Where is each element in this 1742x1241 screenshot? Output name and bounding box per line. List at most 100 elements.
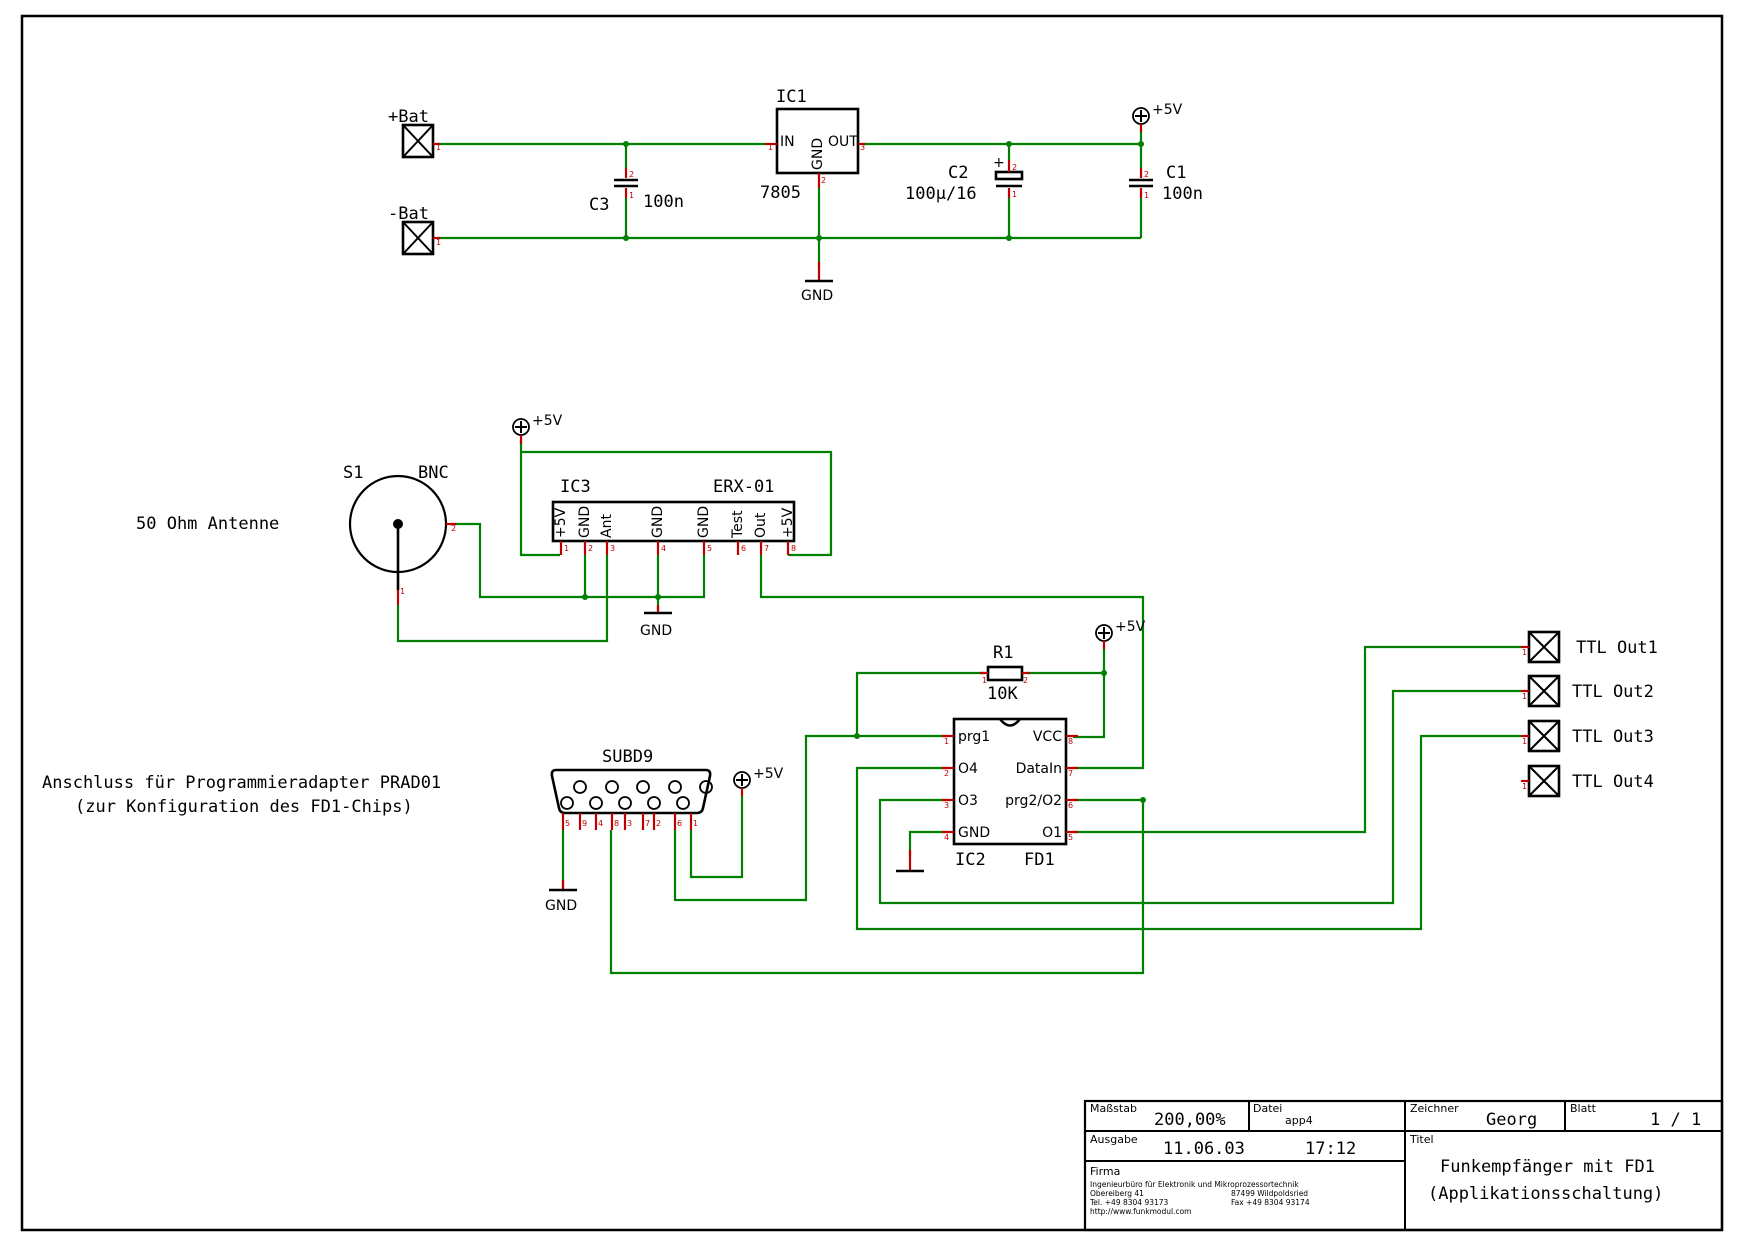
title-line1: Funkempfänger mit FD1 (1440, 1157, 1655, 1177)
capacitor-c3: 2 1 C3 100n (589, 168, 684, 215)
wire-antenna-signal (396, 555, 609, 643)
svg-text:4: 4 (598, 819, 603, 828)
ic3-receiver-module: IC3 ERX-01 1+5V2GND3Ant4GND5GND6Test7Out… (551, 477, 796, 555)
wire-subd-vcc (689, 796, 744, 879)
ic2-pin-left-3: O3 (958, 793, 978, 809)
company-right-line-1: 87499 Wildpoldsried (1231, 1189, 1308, 1198)
svg-text:1: 1 (768, 143, 773, 152)
bat-plus-label: +Bat (388, 107, 429, 127)
ic2-pin-right-5: O1 (1042, 825, 1062, 841)
svg-text:7: 7 (764, 544, 769, 553)
wire-ic2-vcc (1073, 673, 1106, 739)
issue-date: 11.06.03 (1163, 1139, 1245, 1159)
s1-name: S1 (343, 463, 363, 483)
r1-value: 10K (987, 684, 1018, 704)
programming-note-line1: Anschluss für Programmieradapter PRAD01 (42, 773, 441, 793)
svg-text:4: 4 (944, 833, 949, 842)
title-label: Titel (1409, 1133, 1434, 1146)
ic2-pin-right-6: prg2/O2 (1005, 793, 1062, 809)
svg-text:1: 1 (1522, 782, 1527, 791)
svg-text:2: 2 (1144, 170, 1149, 179)
bat-minus-connector: 1 -Bat (388, 204, 441, 256)
wire-ic3-vcc1 (519, 440, 560, 557)
svg-text:9: 9 (582, 819, 587, 828)
gnd-label-power: GND (801, 288, 833, 304)
wire-subd-prg1 (673, 734, 857, 902)
ic3-pin-8: +5V (780, 507, 796, 538)
subd-name: SUBD9 (602, 747, 653, 767)
ic2-name: IC2 (955, 850, 986, 870)
svg-text:1: 1 (564, 544, 569, 553)
company-line-4: http://www.funkmodul.com (1090, 1207, 1191, 1216)
svg-text:5: 5 (565, 819, 570, 828)
ic1-pin-out: OUT (828, 134, 858, 150)
vcc-label-receiver: +5V (532, 413, 563, 429)
wire-data-out (759, 555, 1145, 770)
c1-name: C1 (1166, 163, 1186, 183)
svg-text:+: + (993, 155, 1005, 171)
ttl-out-label-4: TTL Out4 (1572, 772, 1654, 792)
bnc-socket-s1: 21 S1 BNC 50 Ohm Antenne (136, 463, 456, 605)
svg-text:2: 2 (821, 176, 826, 185)
svg-text:1: 1 (629, 191, 634, 200)
gnd-label-programming: GND (545, 898, 577, 914)
svg-text:8: 8 (1068, 737, 1073, 746)
vcc-label-power: +5V (1152, 102, 1183, 118)
ic3-pin-6: Test (730, 510, 746, 539)
svg-text:2: 2 (1023, 676, 1028, 685)
svg-text:2: 2 (588, 544, 593, 553)
ic1-pin-gnd: GND (810, 138, 826, 170)
svg-text:1: 1 (436, 143, 441, 152)
company-label: Firma (1090, 1165, 1120, 1178)
sheet-frame (20, 14, 1724, 1232)
c3-value: 100n (643, 192, 684, 212)
ic2-pin-left-1: prg1 (958, 729, 990, 745)
svg-text:5: 5 (707, 544, 712, 553)
capacitor-c1: 21 C1 100n (1129, 163, 1203, 204)
bat-plus-connector: 1 +Bat (388, 107, 441, 159)
ic2-pin-right-7: DataIn (1016, 761, 1062, 777)
programming-note-line2: (zur Konfiguration des FD1-Chips) (75, 797, 413, 817)
c3-name: C3 (589, 195, 609, 215)
gnd-symbol-decoder (896, 850, 924, 873)
svg-text:6: 6 (1068, 801, 1073, 810)
drawer-value: Georg (1486, 1110, 1537, 1130)
svg-text:1: 1 (982, 676, 987, 685)
svg-text:3: 3 (860, 143, 865, 152)
svg-text:8: 8 (614, 819, 619, 828)
svg-text:1: 1 (1522, 692, 1527, 701)
ic2-pin-right-8: VCC (1033, 729, 1062, 745)
sheet-value: 1 / 1 (1650, 1110, 1701, 1130)
ic2-value: FD1 (1024, 850, 1055, 870)
svg-text:2: 2 (656, 819, 661, 828)
issue-time: 17:12 (1305, 1139, 1356, 1159)
ic3-pin-5: GND (696, 506, 712, 538)
company-line-1: Ingenieurbüro für Elektronik und Mikropr… (1090, 1180, 1299, 1189)
capacitor-c2: + 21 C2 100µ/16 (905, 155, 1024, 204)
wire-o3-out3 (878, 689, 1521, 905)
ic3-name: IC3 (560, 477, 591, 497)
ttl-out-connector-4: 1 TTL Out4 (1521, 764, 1654, 798)
company-line-3: Tel. +49 8304 93173 (1089, 1198, 1169, 1207)
ic1-value: 7805 (760, 183, 801, 203)
svg-text:1: 1 (1522, 737, 1527, 746)
svg-text:1: 1 (1522, 648, 1527, 657)
svg-text:2: 2 (629, 170, 634, 179)
svg-text:1: 1 (693, 819, 698, 828)
gnd-symbol-receiver: GND (640, 605, 672, 639)
ic1-pin-in: IN (780, 134, 795, 150)
vcc-label-programming: +5V (753, 766, 784, 782)
wire-o1-out1 (1073, 645, 1521, 834)
receiver-section: 21 S1 BNC 50 Ohm Antenne IC3 ERX-01 1+5V… (136, 413, 1145, 770)
gnd-label-receiver: GND (640, 623, 672, 639)
vcc-symbol-decoder: +5V (1095, 619, 1146, 649)
antenna-label: 50 Ohm Antenne (136, 514, 279, 534)
